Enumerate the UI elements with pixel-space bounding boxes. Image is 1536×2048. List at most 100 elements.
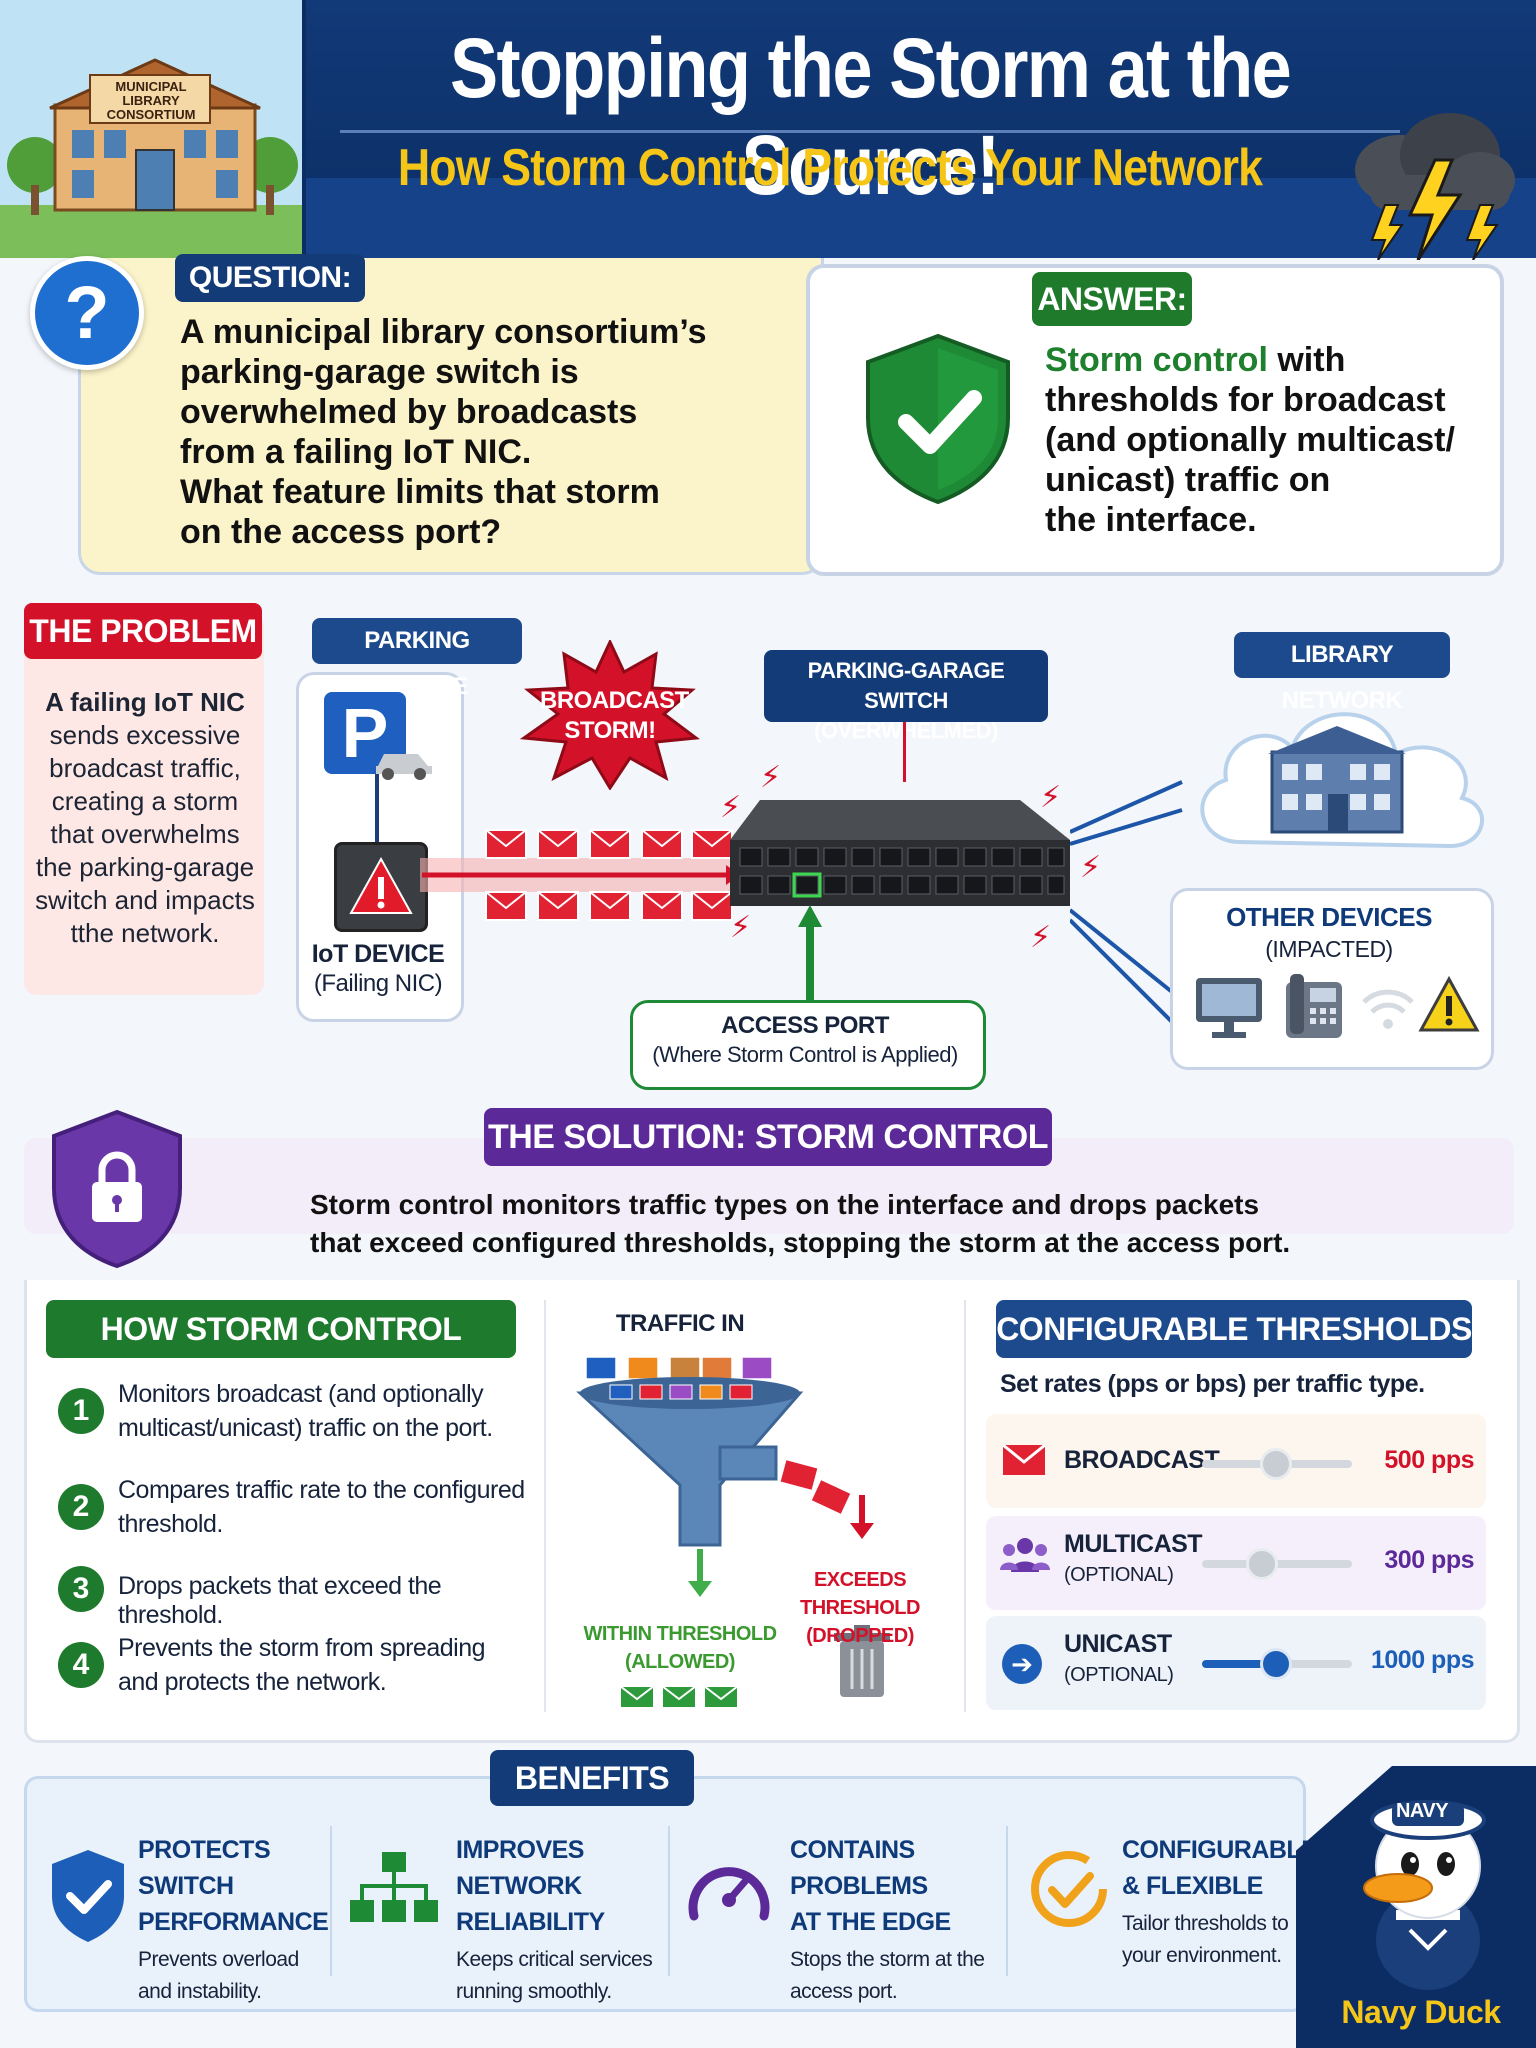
library-cloud [1180,682,1500,867]
benefit-desc: Stops the storm at the [790,1948,985,1971]
step-text: threshold. [118,1510,223,1538]
benefit-title: CONFIGURABLE [1122,1836,1318,1864]
step-number: 3 [58,1566,104,1612]
exceeds-threshold-label: EXCEEDS THRESHOLD (DROPPED) [770,1566,950,1650]
network-links [1068,770,1190,1045]
exceeds-threshold-line1: EXCEEDS THRESHOLD [800,1569,920,1619]
step-item: 4 Prevents the storm from spreading and … [56,1632,536,1722]
benefit-title: IMPROVES NETWORK [456,1836,584,1900]
problem-label: THE PROBLEM [24,603,262,659]
threshold-value: 1000 pps [1370,1646,1475,1674]
step-number: 4 [58,1642,104,1688]
slider-knob[interactable] [1246,1548,1278,1580]
benefit-desc: Prevents overload [138,1948,299,1971]
step-number: 1 [58,1388,104,1434]
shield-check-icon [48,1848,128,1949]
access-port-arrow [798,905,822,1010]
benefit-title: & FLEXIBLE [1122,1872,1263,1900]
within-threshold-line2: (ALLOWED) [625,1651,735,1673]
iot-device-icon [334,842,428,932]
check-shield-icon [858,330,1018,511]
page-title: Stopping the Storm at the Source! [450,21,1292,212]
access-port-sublabel: (Where Storm Control is Applied) [652,1042,958,1067]
allowed-packets [619,1684,740,1715]
answer-line: the interface. [1045,501,1257,539]
solution-label: THE SOLUTION: STORM CONTROL [484,1108,1052,1166]
benefit-desc: running smoothly. [456,1980,612,2003]
answer-line: with [1267,341,1346,379]
problem-line: the parking-garage [35,852,255,882]
how-it-works-steps: 1 Monitors broadcast (and optionally mul… [56,1378,536,1722]
answer-line: unicast) traffic on [1045,461,1331,499]
gauge-icon [684,1848,774,1933]
step-text: Monitors broadcast (and optionally [118,1380,484,1408]
question-line: parking-garage switch is [180,353,579,391]
problem-line: broadcast traffic, [49,753,241,783]
access-port-label: ACCESS PORT [721,1012,889,1039]
library-illustration: MUNICIPAL LIBRARY CONSORTIUM [0,0,306,258]
solution-line: that exceed configured thresholds, stopp… [310,1227,1291,1258]
problem-line: sends excessive [49,720,241,750]
benefit-desc: and instability. [138,1980,262,2003]
header-band [300,178,1536,258]
answer-label: ANSWER: [1032,272,1192,326]
problem-line: that overwhelms [50,819,240,849]
traffic-in-label: TRAFFIC IN [615,1310,745,1337]
arrow-circle-icon: ➔ [1002,1644,1042,1684]
question-line: from a failing IoT NIC. [180,433,532,471]
step-text: Compares traffic rate to the configured [118,1476,525,1504]
warning-icon [1418,975,1480,1039]
threshold-value: 300 pps [1384,1546,1474,1574]
benefit-desc: your environment. [1122,1944,1282,1967]
benefit-title: CONTAINS PROBLEMS [790,1836,928,1900]
problem-line: tthe network. [70,918,220,948]
benefit-desc: access port. [790,1980,898,2003]
answer-line: thresholds for broadcast [1045,381,1446,419]
other-devices-label: OTHER DEVICES [1226,902,1432,932]
how-it-works-label: HOW STORM CONTROL WORKS [46,1300,516,1405]
step-item: 3 Drops packets that exceed the threshol… [56,1566,536,1632]
question-card [78,258,824,575]
problem-card [24,615,264,995]
title-divider [340,130,1400,133]
problem-line: A failing IoT NIC [45,687,245,717]
slider-knob[interactable] [1260,1448,1292,1480]
section-divider [964,1300,966,1712]
answer-text: Storm control with thresholds for broadc… [1045,340,1485,540]
funnel-diagram [570,1345,900,1720]
step-text: and protects the network. [118,1668,387,1696]
question-text: A municipal library consortium’s parking… [180,312,800,552]
section-divider [544,1300,546,1712]
page-subtitle: How Storm Control Protects Your Network [397,139,1263,197]
question-line: overwhelmed by broadcasts [180,393,638,431]
storm-cloud-icon [1340,100,1520,265]
within-threshold-label: WITHIN THRESHOLD (ALLOWED) [580,1620,780,1676]
problem-text: A failing IoT NIC sends excessive broadc… [30,686,260,950]
benefits-label: BENEFITS [490,1750,694,1806]
broadcast-slider[interactable] [1202,1448,1352,1480]
slider-knob[interactable] [1260,1648,1292,1680]
other-devices-sublabel: (IMPACTED) [1265,936,1393,962]
phone-icon [1284,972,1344,1045]
benefit-item: PROTECTS SWITCH PERFORMANCE Prevents ove… [138,1832,329,2008]
question-line: A municipal library consortium’s [180,313,707,351]
multicast-slider[interactable] [1202,1548,1352,1580]
benefit-title: PERFORMANCE [138,1908,329,1936]
monitor-icon [1194,976,1264,1045]
benefit-item: IMPROVES NETWORK RELIABILITY Keeps criti… [456,1832,666,2008]
benefit-title: RELIABILITY [456,1908,605,1936]
benefit-item: CONFIGURABLE & FLEXIBLE Tailor threshold… [1122,1832,1318,1972]
parking-garage-label: PARKING GARAGE [312,618,522,700]
unicast-slider[interactable] [1202,1648,1352,1680]
answer-highlight: Storm control [1045,341,1268,379]
access-port-callout [630,1000,986,1090]
wifi-icon [1358,980,1418,1041]
threshold-name: UNICAST [1064,1630,1172,1658]
broadcast-packets [420,820,760,935]
exceeds-threshold-line2: (DROPPED) [806,1625,914,1647]
thresholds-label: CONFIGURABLE THRESHOLDS [996,1300,1472,1358]
step-item: 2 Compares traffic rate to the configure… [56,1474,536,1566]
navy-duck-mascot [1336,1780,1516,2005]
group-icon [1000,1534,1050,1579]
broadcast-storm-burst [519,638,700,795]
